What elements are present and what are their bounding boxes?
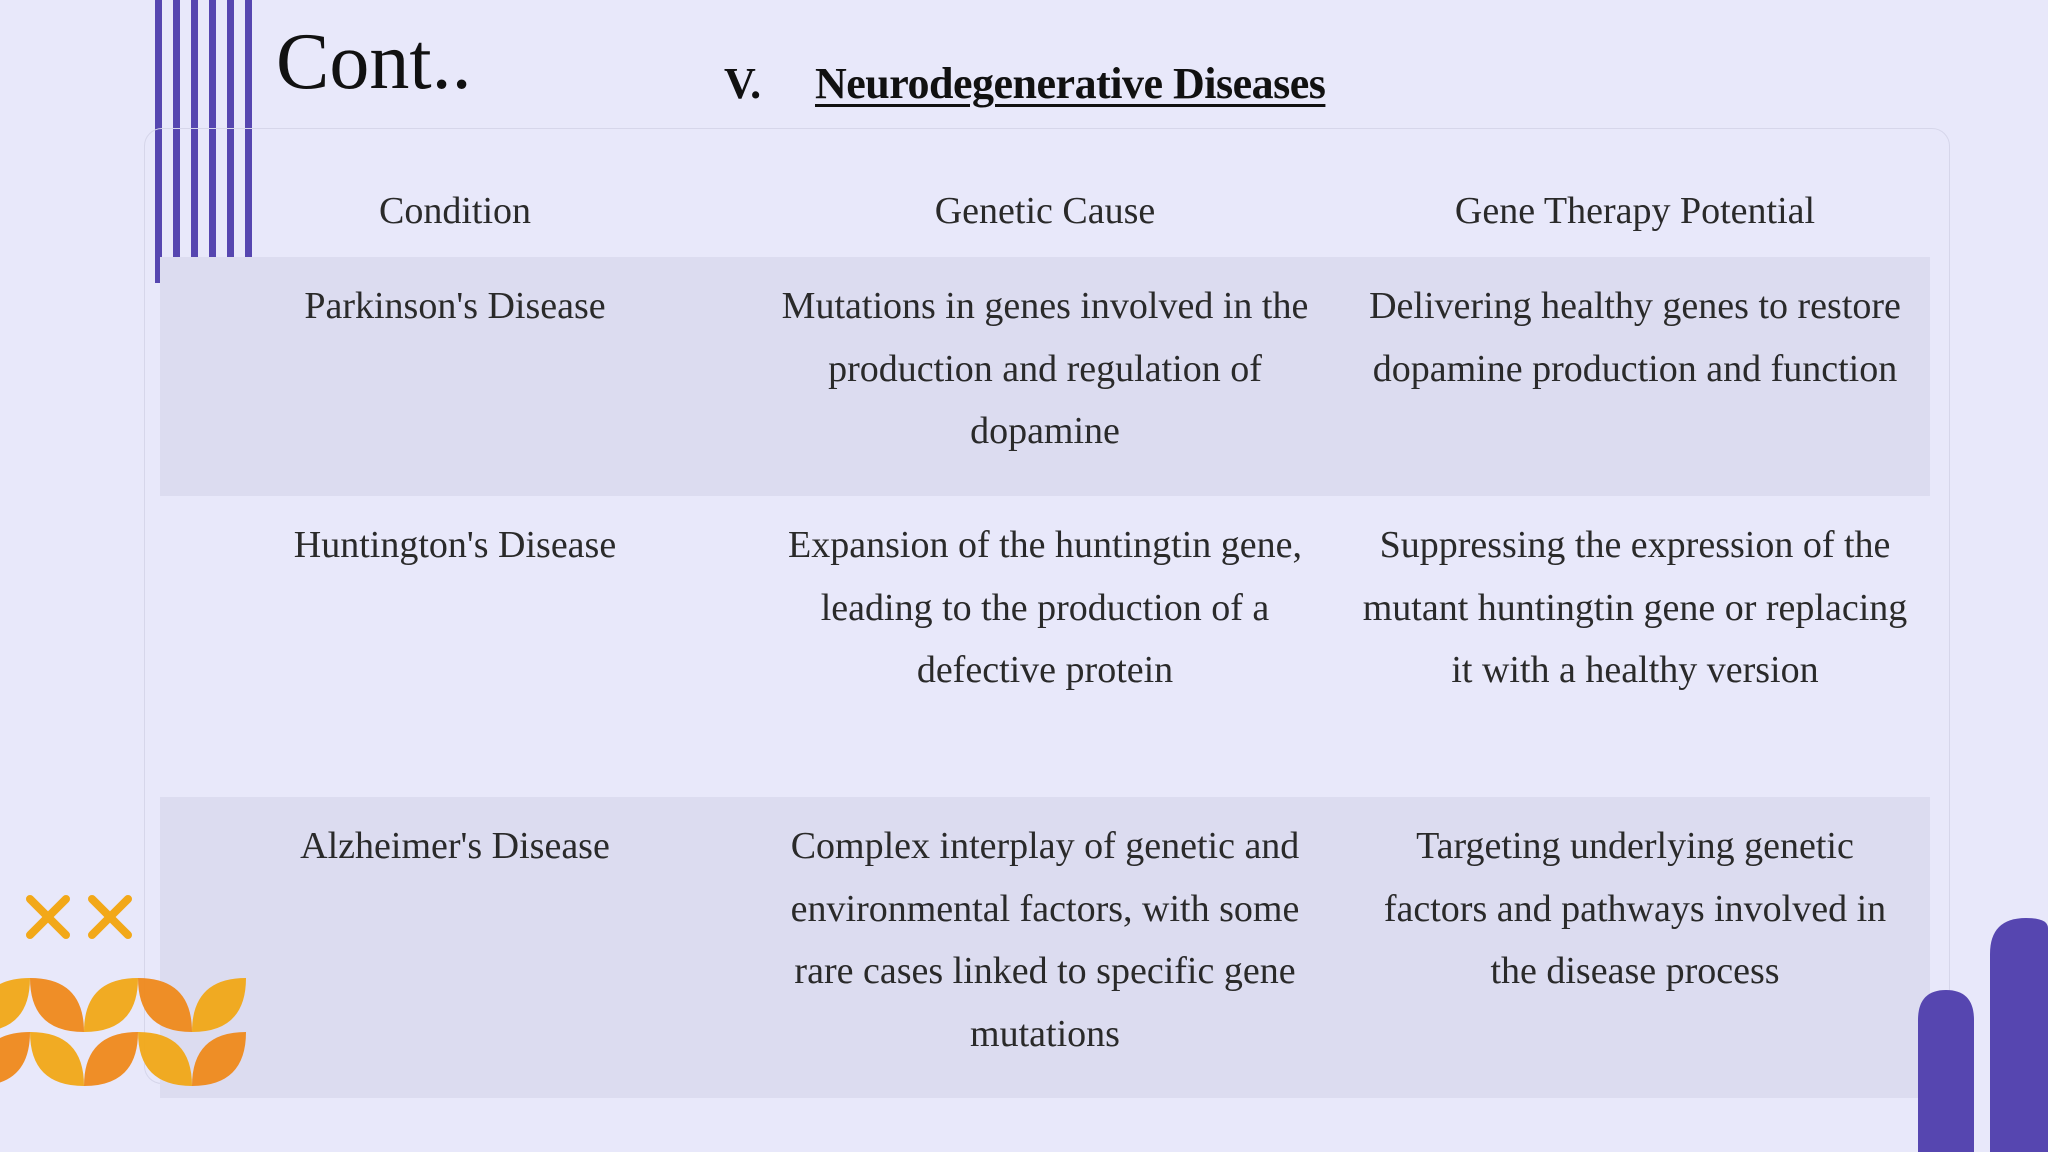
- condition-cell: Huntington's Disease: [293, 524, 617, 566]
- genetic-cause-cell: Mutations in genes involved in the produ…: [781, 285, 1309, 452]
- section-numeral: V.: [724, 59, 762, 108]
- therapy-potential-cell: Suppressing the expression of the mutant…: [1362, 524, 1908, 691]
- genetic-cause-cell: Complex interplay of genetic and environ…: [790, 825, 1300, 1055]
- table-row: Huntington's Disease Expansion of the hu…: [160, 496, 1930, 797]
- header-therapy-potential: Gene Therapy Potential: [1454, 190, 1816, 232]
- slide-title: Cont..: [276, 18, 472, 106]
- section-heading: V. Neurodegenerative Diseases: [724, 54, 1326, 114]
- table-header-row: Condition Genetic Cause Gene Therapy Pot…: [160, 156, 1930, 257]
- disease-table: Condition Genetic Cause Gene Therapy Pot…: [160, 156, 1930, 1098]
- genetic-cause-cell: Expansion of the huntingtin gene, leadin…: [788, 524, 1302, 691]
- section-heading-text: Neurodegenerative Diseases: [815, 59, 1326, 108]
- condition-cell: Alzheimer's Disease: [300, 825, 610, 867]
- therapy-potential-cell: Delivering healthy genes to restore dopa…: [1369, 285, 1901, 390]
- header-condition: Condition: [378, 190, 532, 232]
- rounded-bars-decoration: [1918, 918, 2048, 1152]
- therapy-potential-cell: Targeting underlying genetic factors and…: [1383, 825, 1887, 992]
- petal-pattern-decoration: [0, 978, 246, 1086]
- table-row: Parkinson's Disease Mutations in genes i…: [160, 257, 1930, 496]
- table-row: Alzheimer's Disease Complex interplay of…: [160, 797, 1930, 1098]
- cross-marks-icon: [26, 895, 132, 939]
- header-genetic-cause: Genetic Cause: [934, 190, 1156, 232]
- condition-cell: Parkinson's Disease: [304, 285, 606, 327]
